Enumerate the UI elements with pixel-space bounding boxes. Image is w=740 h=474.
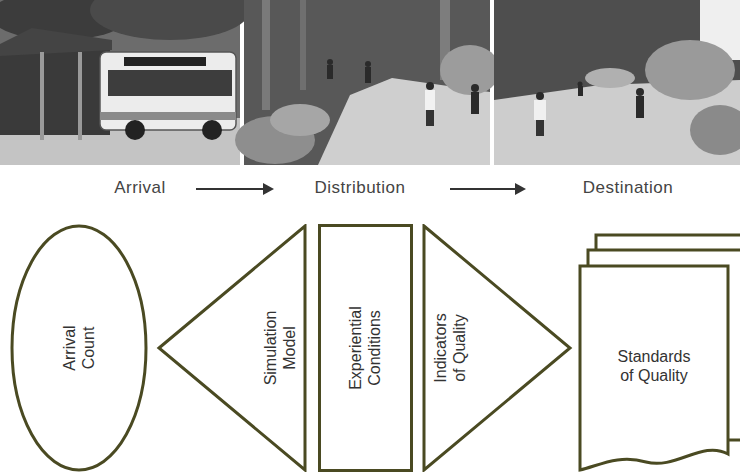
bus-photo-part [202,120,222,140]
flow-arrow-part [196,188,266,190]
bus-photo-part [125,120,145,140]
vertical-label: Simulation Model [261,303,299,393]
trail-photo-part-part [365,67,371,83]
destination-photo-part-part [578,82,583,87]
bus-photo-part [78,52,82,140]
trail-photo-part-part [327,59,333,65]
stage-label: Arrival [114,178,166,198]
trail-photo-part [300,0,306,90]
destination-photo [494,0,740,165]
destination-photo-part [536,82,644,121]
trail-photo-part-part [327,65,333,79]
destination-photo-part [645,40,735,100]
trail-photo-part-part [365,61,371,67]
count-ellipse: Arrival Count [10,224,148,472]
bus-photo-part [100,52,236,130]
indicators-triangle: Indicators of Quality [422,224,573,472]
model-triangle: Simulation Model [156,224,307,472]
destination-photo-part-part [536,92,544,100]
bus-photo-part [0,50,110,135]
bus-photo-part [100,112,236,120]
outline [12,226,146,470]
vertical-label: Indicators of Quality [431,306,469,391]
trail-photo-part [327,59,479,114]
destination-photo-part [534,100,546,120]
front-page [580,266,728,470]
bus-photo-part [40,52,44,140]
conditions-box: Experiential Conditions [318,224,413,472]
destination-photo-part [536,120,544,136]
trail-photo-part-part [471,84,479,92]
shape-outline [10,224,148,472]
bus-photo [0,0,250,165]
trail-photo-part [425,90,435,110]
outline [424,226,570,470]
node-label: Standards of Quality [610,347,698,385]
vertical-label: Arrival Count [60,308,98,388]
destination-photo-part [585,68,635,88]
document-stack: Standards of Quality [576,232,740,472]
destination-photo-part-part [578,86,583,96]
flow-arrow-part [515,183,526,195]
trail-photo [235,0,500,165]
outline [320,226,412,471]
flow-arrow-part [263,183,274,195]
trail-photo-part [270,104,330,136]
bus-photo-part [90,0,250,40]
trail-photo-part [426,110,434,126]
destination-photo-part-part [636,96,644,118]
shape-outline [318,224,413,472]
trail-photo-part [262,0,270,110]
bus-photo-part [124,57,206,66]
stage-label: Distribution [314,178,405,198]
trail-photo-part-part [471,92,479,114]
flow-arrow-part [450,188,518,190]
destination-photo-part-part [636,88,644,96]
bus-photo-part [108,70,232,96]
bus-photo-part [0,28,112,56]
outline [159,226,305,470]
trail-photo-part [426,82,434,90]
trail-photo-part [440,45,500,95]
destination-photo-part [690,105,740,155]
vertical-label: Experiential Conditions [346,298,384,398]
stage-label: Destination [583,178,674,198]
